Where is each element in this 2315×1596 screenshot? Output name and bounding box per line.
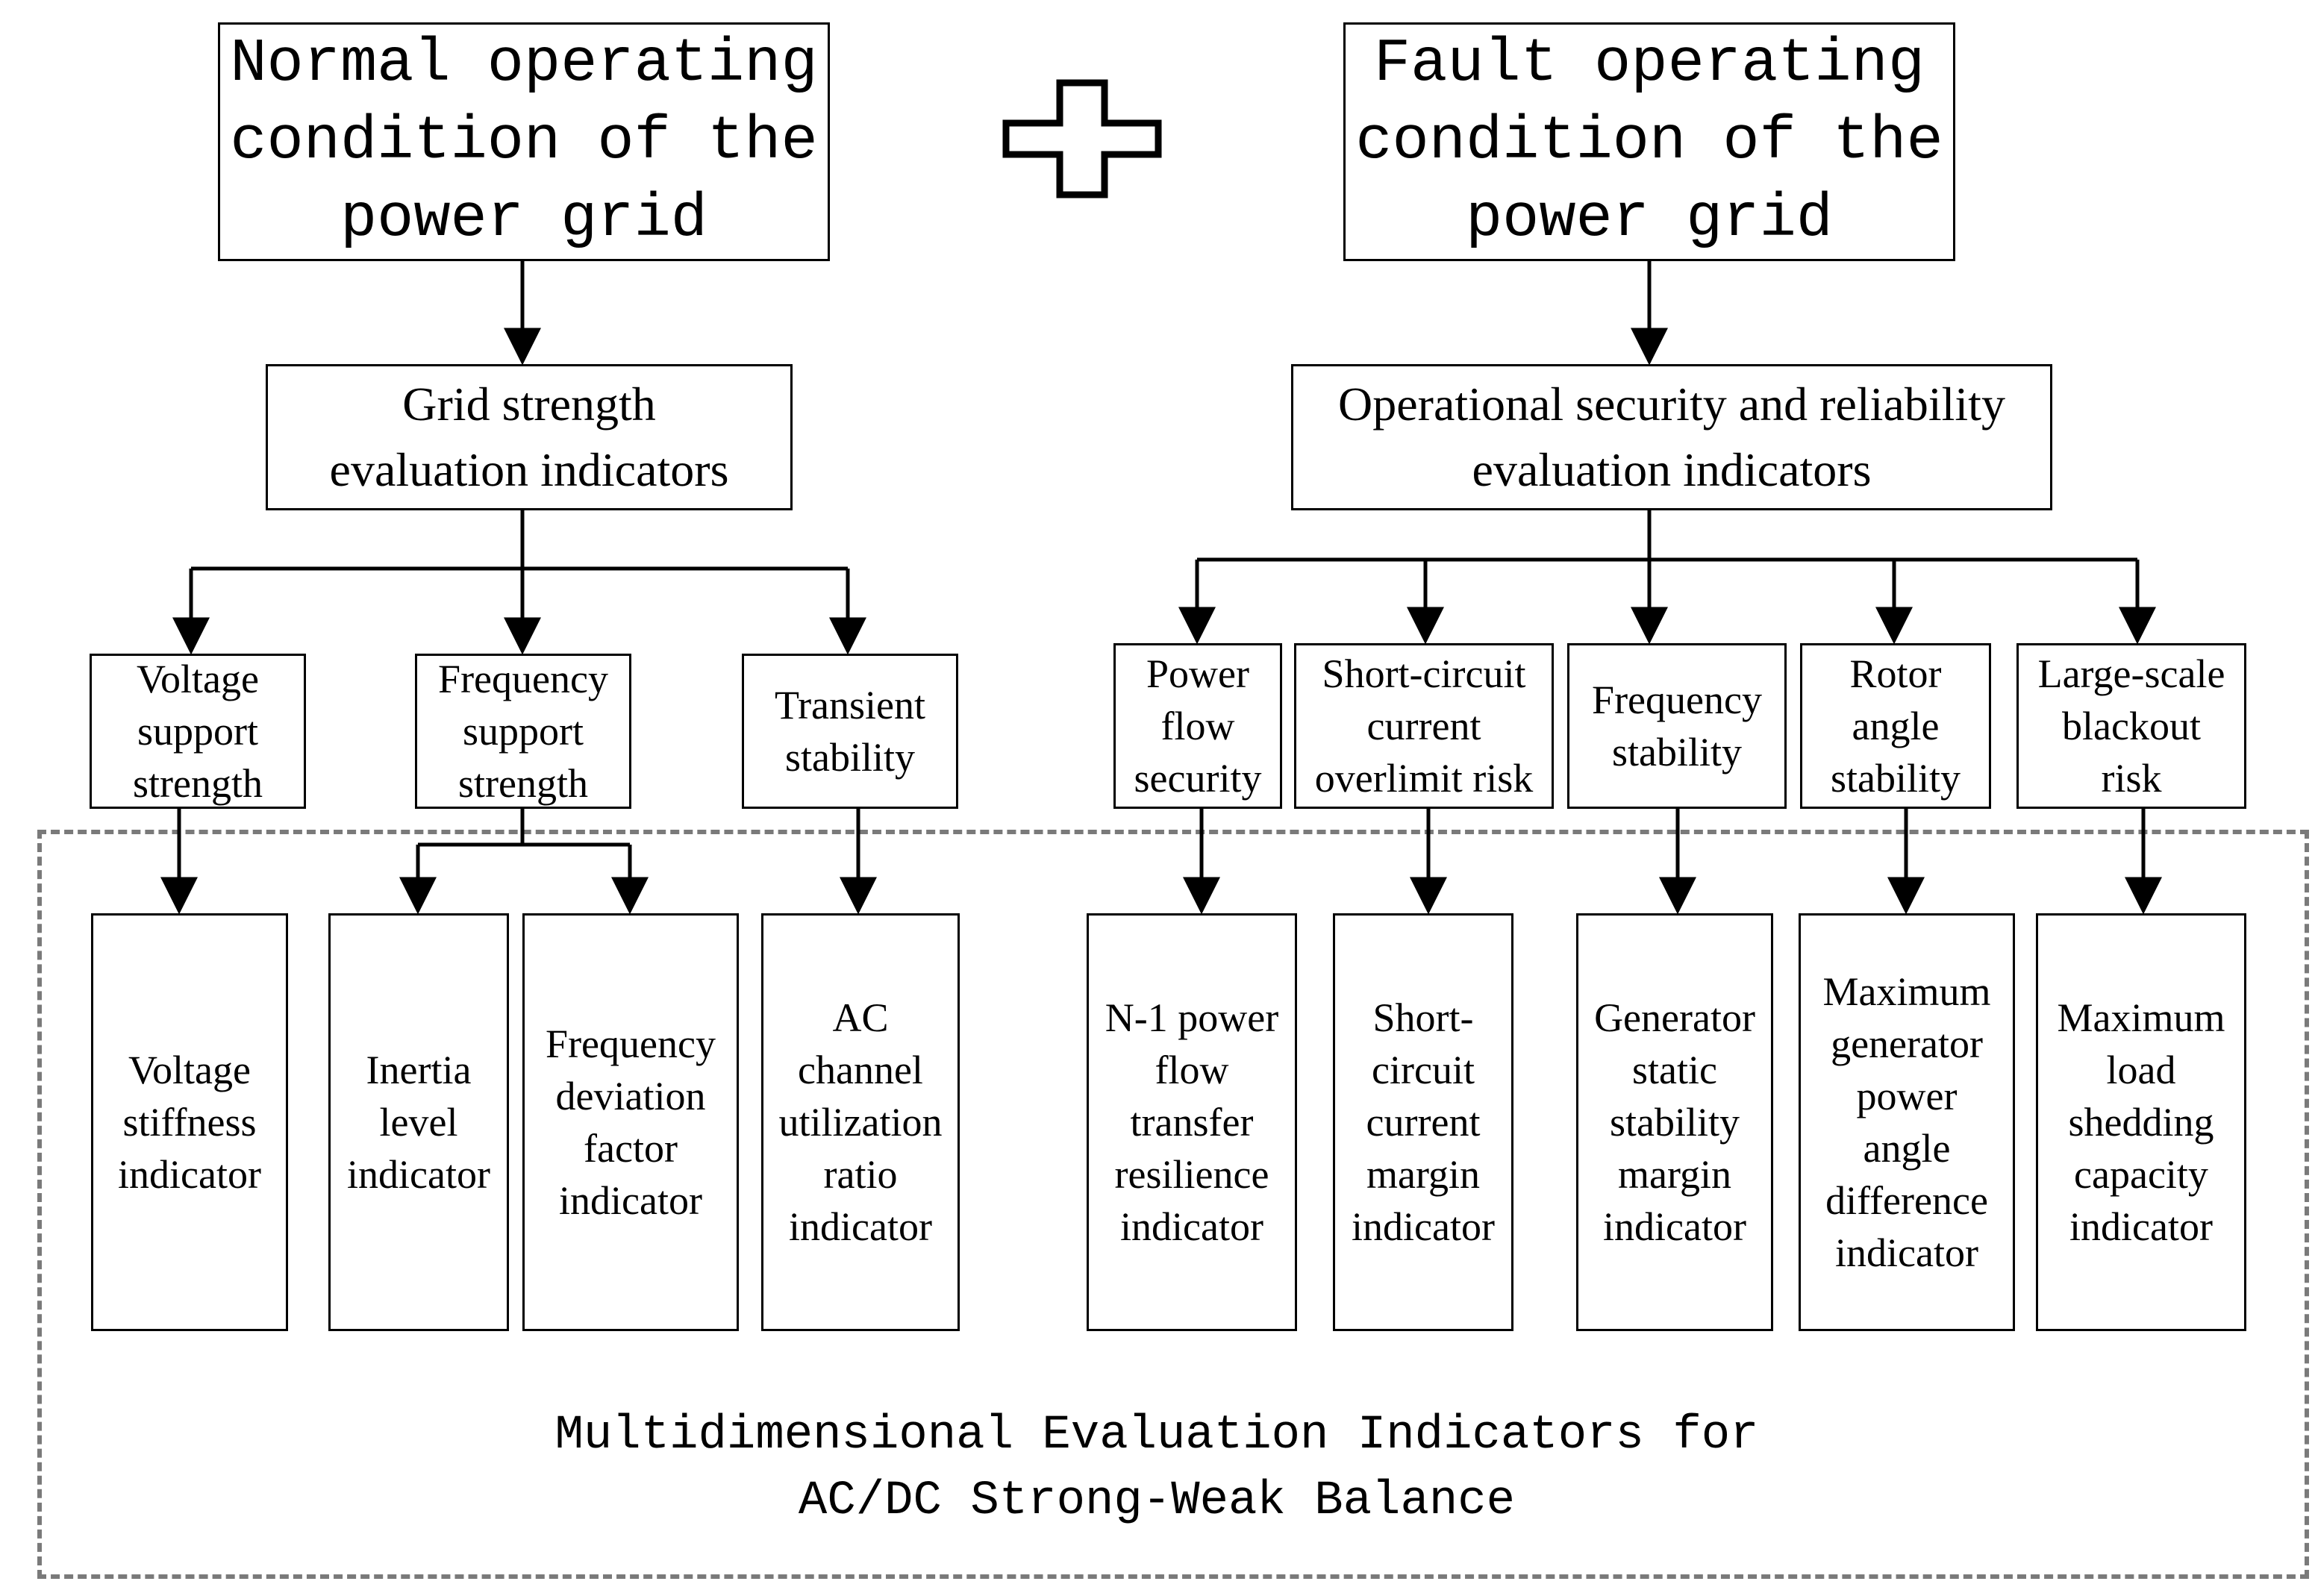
grid-strength-box: Grid strength evaluation indicators (266, 364, 793, 510)
normal-condition-box: Normal operating condition of the power … (218, 22, 830, 261)
voltage-support-label: Voltage support strength (133, 657, 263, 806)
voltage-stiffness-indicator-label: Voltage stiffness indicator (118, 1048, 261, 1197)
inertia-level-indicator-label: Inertia level indicator (347, 1048, 490, 1197)
power-angle-difference-indicator-label: Maximum generator power angle difference… (1822, 969, 1991, 1275)
fault-condition-label: Fault operating condition of the power g… (1355, 29, 1943, 254)
power-angle-difference-indicator-box: Maximum generator power angle difference… (1799, 913, 2015, 1331)
plus-icon (1002, 79, 1162, 198)
voltage-stiffness-indicator-box: Voltage stiffness indicator (91, 913, 288, 1331)
rotor-angle-stability-label: Rotor angle stability (1831, 651, 1961, 801)
operational-security-box: Operational security and reliability eva… (1291, 364, 2052, 510)
load-shedding-indicator-label: Maximum load shedding capacity indicator (2057, 995, 2225, 1249)
short-circuit-risk-label: Short-circuit current overlimit risk (1314, 651, 1534, 801)
short-circuit-margin-indicator-label: Short- circuit current margin indicator (1352, 995, 1495, 1249)
normal-condition-label: Normal operating condition of the power … (230, 29, 818, 254)
transient-stability-box: Transient stability (742, 654, 958, 809)
frequency-deviation-indicator-label: Frequency deviation factor indicator (546, 1021, 716, 1223)
frequency-support-label: Frequency support strength (438, 657, 608, 806)
n1-power-flow-indicator-label: N-1 power flow transfer resilience indic… (1105, 995, 1279, 1249)
indicator-group-frame (37, 830, 2309, 1579)
short-circuit-margin-indicator-box: Short- circuit current margin indicator (1333, 913, 1513, 1331)
fault-condition-box: Fault operating condition of the power g… (1343, 22, 1955, 261)
frequency-stability-label: Frequency stability (1592, 677, 1762, 774)
power-flow-security-label: Power flow security (1134, 651, 1262, 801)
voltage-support-box: Voltage support strength (90, 654, 306, 809)
n1-power-flow-indicator-box: N-1 power flow transfer resilience indic… (1087, 913, 1297, 1331)
short-circuit-risk-box: Short-circuit current overlimit risk (1294, 643, 1554, 809)
operational-security-label: Operational security and reliability eva… (1338, 378, 2005, 496)
ac-channel-utilization-indicator-label: AC channel utilization ratio indicator (778, 995, 943, 1249)
generator-static-stability-indicator-box: Generator static stability margin indica… (1576, 913, 1773, 1331)
ac-channel-utilization-indicator-box: AC channel utilization ratio indicator (761, 913, 960, 1331)
load-shedding-indicator-box: Maximum load shedding capacity indicator (2036, 913, 2246, 1331)
grid-strength-label: Grid strength evaluation indicators (329, 378, 729, 496)
blackout-risk-box: Large-scale blackout risk (2016, 643, 2246, 809)
frame-title: Multidimensional Evaluation Indicators f… (554, 1409, 1759, 1528)
frequency-stability-box: Frequency stability (1567, 643, 1787, 809)
power-flow-security-box: Power flow security (1113, 643, 1282, 809)
inertia-level-indicator-box: Inertia level indicator (328, 913, 509, 1331)
generator-static-stability-indicator-label: Generator static stability margin indica… (1594, 995, 1755, 1249)
transient-stability-label: Transient stability (774, 683, 926, 780)
blackout-risk-label: Large-scale blackout risk (2037, 651, 2225, 801)
frequency-deviation-indicator-box: Frequency deviation factor indicator (522, 913, 739, 1331)
frequency-support-box: Frequency support strength (415, 654, 631, 809)
rotor-angle-stability-box: Rotor angle stability (1800, 643, 1991, 809)
